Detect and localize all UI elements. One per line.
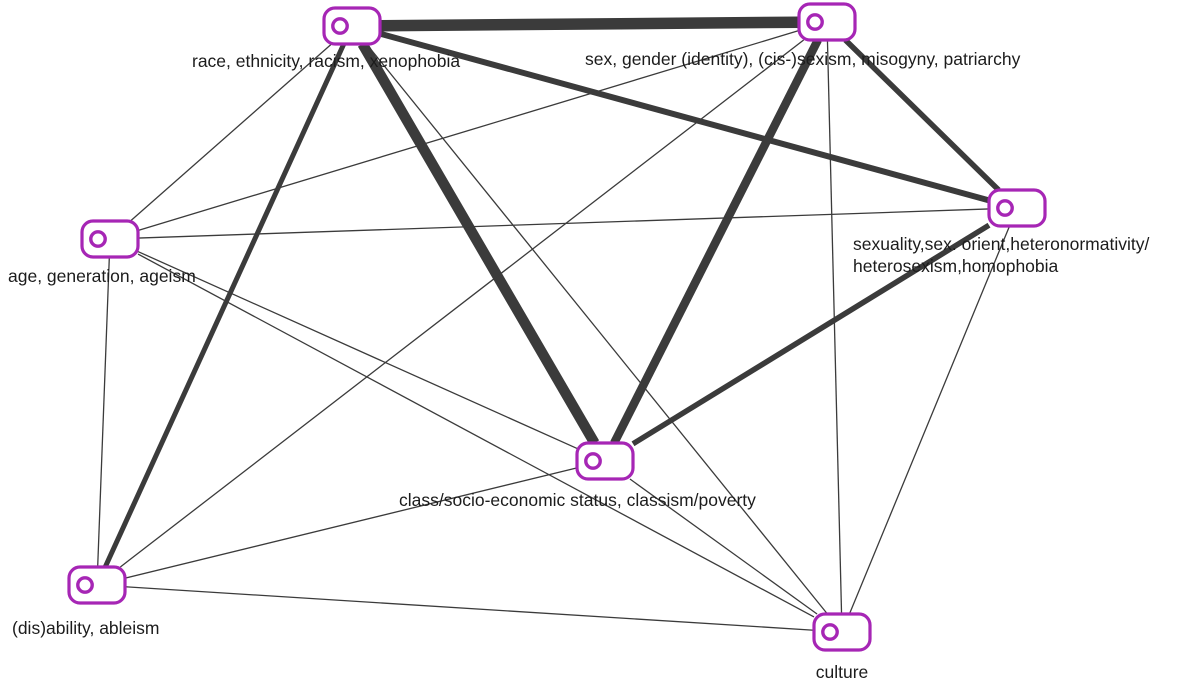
- node-sexuality[interactable]: [987, 188, 1047, 228]
- node-label-sexuality: sexuality,sex. orient,heteronormativity/…: [853, 234, 1149, 276]
- node-label-race: race, ethnicity, racism, xenophobia: [192, 51, 460, 71]
- tag-node-icon: [812, 612, 872, 652]
- tag-hole-icon: [89, 230, 107, 248]
- edge-race-sexuality[interactable]: [379, 30, 990, 204]
- edge-age-class[interactable]: [137, 250, 578, 450]
- edge-class-ability[interactable]: [124, 467, 578, 579]
- edge-class-sexuality[interactable]: [631, 222, 991, 447]
- edge-race-class[interactable]: [357, 41, 600, 446]
- edge-sex_gender-ability[interactable]: [119, 39, 805, 568]
- tag-hole-icon: [331, 17, 349, 35]
- edge-ability-culture[interactable]: [124, 586, 815, 631]
- edge-sex_gender-class[interactable]: [610, 38, 822, 445]
- node-label-age: age, generation, ageism: [8, 266, 196, 286]
- edge-sex_gender-age[interactable]: [137, 29, 800, 232]
- tag-hole-icon: [996, 199, 1014, 217]
- node-age[interactable]: [80, 219, 140, 259]
- edges-layer: [97, 16, 1011, 631]
- tag-hole-icon: [821, 623, 839, 641]
- edge-sex_gender-sexuality[interactable]: [843, 38, 1001, 192]
- edge-age-culture[interactable]: [137, 253, 815, 618]
- tag-node-icon: [322, 6, 382, 46]
- node-sex_gender[interactable]: [797, 2, 857, 42]
- node-label-class: class/socio-economic status, classism/po…: [399, 490, 756, 510]
- nodes-layer: race, ethnicity, racism, xenophobia sex, …: [8, 2, 1149, 682]
- tag-hole-icon: [806, 13, 824, 31]
- node-ability[interactable]: [67, 565, 127, 605]
- tag-hole-icon: [584, 452, 602, 470]
- edge-age-ability[interactable]: [97, 256, 110, 568]
- edge-class-culture[interactable]: [629, 478, 818, 615]
- tag-node-icon: [797, 2, 857, 42]
- tag-node-icon: [575, 441, 635, 481]
- edge-race-sex_gender[interactable]: [379, 16, 800, 32]
- edge-race-ability[interactable]: [102, 42, 347, 569]
- node-race[interactable]: [322, 6, 382, 46]
- edge-race-age[interactable]: [130, 43, 332, 222]
- edge-sex_gender-culture[interactable]: [826, 39, 843, 615]
- tag-node-icon: [67, 565, 127, 605]
- edge-sexuality-culture[interactable]: [848, 225, 1011, 615]
- edge-age-sexuality[interactable]: [137, 208, 990, 239]
- tag-node-icon: [80, 219, 140, 259]
- edge-race-culture[interactable]: [366, 43, 828, 615]
- node-label-culture: culture: [816, 662, 869, 682]
- node-class[interactable]: [575, 441, 635, 481]
- node-label-sex_gender: sex, gender (identity), (cis-)sexism, mi…: [585, 49, 1021, 69]
- tag-node-icon: [987, 188, 1047, 228]
- node-label-ability: (dis)ability, ableism: [12, 618, 160, 638]
- node-culture[interactable]: [812, 612, 872, 652]
- tag-hole-icon: [76, 576, 94, 594]
